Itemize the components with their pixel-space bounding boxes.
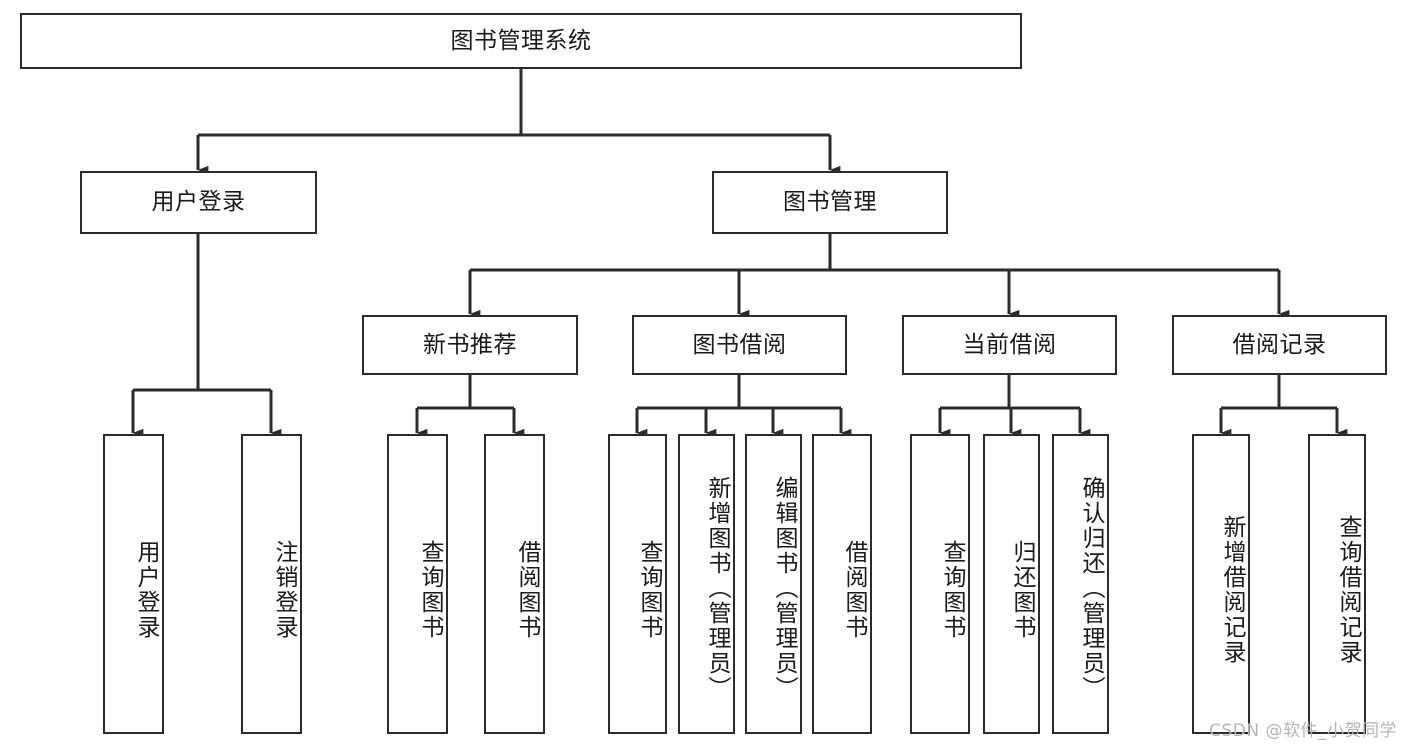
leaf-add-borrow-record[interactable]: 新增借阅记录 xyxy=(1192,434,1250,734)
node-root[interactable]: 图书管理系统 xyxy=(20,13,1022,69)
node-new-book-recommend[interactable]: 新书推荐 xyxy=(362,315,578,375)
node-book-borrow[interactable]: 图书借阅 xyxy=(632,315,847,375)
csdn-watermark: CSDN @软件_小贺同学 xyxy=(1209,721,1397,741)
node-book-manage[interactable]: 图书管理 xyxy=(712,171,948,234)
node-borrow-record[interactable]: 借阅记录 xyxy=(1172,315,1387,375)
leaf-borrow-book-recommend[interactable]: 借阅图书 xyxy=(484,434,545,734)
leaf-borrow-book[interactable]: 借阅图书 xyxy=(812,434,872,734)
connector-paths xyxy=(131,69,1348,438)
node-user-login[interactable]: 用户登录 xyxy=(80,171,317,234)
leaf-return-book[interactable]: 归还图书 xyxy=(983,434,1040,734)
node-current-borrow[interactable]: 当前借阅 xyxy=(902,315,1117,375)
leaf-user-login[interactable]: 用户登录 xyxy=(103,434,164,734)
leaf-query-book-borrow[interactable]: 查询图书 xyxy=(608,434,667,734)
leaf-query-book-current[interactable]: 查询图书 xyxy=(910,434,970,734)
leaf-query-borrow-record[interactable]: 查询借阅记录 xyxy=(1308,434,1366,734)
leaf-logout-login[interactable]: 注销登录 xyxy=(241,434,302,734)
leaf-add-book-admin[interactable]: 新增图书（管理员） xyxy=(678,434,735,734)
leaf-edit-book-admin[interactable]: 编辑图书（管理员） xyxy=(745,434,802,734)
leaf-query-book-recommend[interactable]: 查询图书 xyxy=(387,434,448,734)
leaf-confirm-return-admin[interactable]: 确认归还（管理员） xyxy=(1052,434,1109,734)
